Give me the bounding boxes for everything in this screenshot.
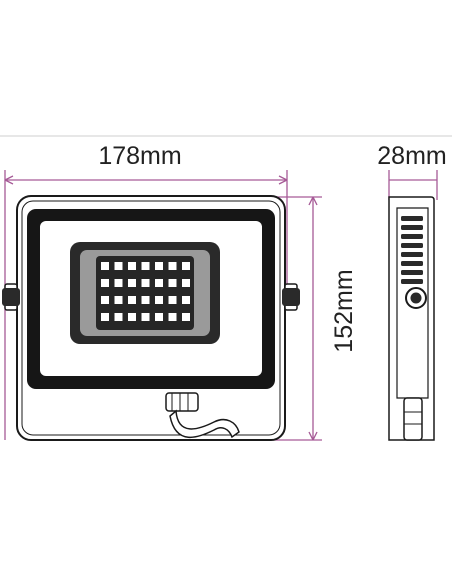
heatsink-fin — [401, 270, 423, 275]
side-view — [388, 196, 435, 441]
led-chip — [141, 262, 150, 270]
side-knob-inner — [410, 292, 422, 304]
led-chip — [114, 313, 123, 321]
led-chip — [114, 279, 123, 287]
led-chip — [182, 279, 190, 287]
heatsink-fin — [401, 225, 423, 230]
led-chip — [128, 296, 136, 304]
front-view — [2, 195, 300, 441]
led-chip — [114, 262, 123, 270]
power-cable — [169, 409, 240, 439]
depth-dimension: 28mm — [377, 142, 447, 200]
led-chip — [141, 296, 150, 304]
led-chip — [155, 313, 163, 321]
right-bracket-screw — [282, 288, 300, 306]
led-chip — [128, 279, 136, 287]
led-chip — [182, 296, 190, 304]
height-label: 152mm — [330, 269, 358, 352]
led-chip — [141, 279, 150, 287]
led-chip — [182, 313, 190, 321]
led-chip — [101, 262, 109, 270]
front-housing-inner — [21, 200, 281, 436]
heatsink-fin — [401, 252, 423, 257]
led-chip — [114, 296, 123, 304]
led-chip — [155, 296, 163, 304]
left-bracket-screw — [2, 288, 20, 306]
heatsink-fin — [401, 243, 423, 248]
led-chip — [168, 262, 177, 270]
width-label: 178mm — [98, 142, 181, 170]
heatsink-fin — [401, 279, 423, 284]
led-chip — [168, 313, 177, 321]
led-chip — [101, 296, 109, 304]
depth-label: 28mm — [377, 142, 446, 170]
led-chip — [128, 262, 136, 270]
side-gland — [403, 397, 423, 441]
led-chip — [168, 296, 177, 304]
led-chip — [128, 313, 136, 321]
led-grid — [101, 262, 190, 321]
led-chip — [101, 313, 109, 321]
cable-gland — [165, 392, 199, 412]
height-dimension: 152mm — [266, 196, 358, 441]
heatsink-fin — [401, 234, 423, 239]
heatsink-fin — [401, 216, 423, 221]
heatsink-fins — [401, 216, 423, 284]
led-chip — [101, 279, 109, 287]
led-chip — [182, 262, 190, 270]
led-chip — [155, 262, 163, 270]
led-chip — [141, 313, 150, 321]
led-board — [96, 256, 194, 330]
led-chip — [155, 279, 163, 287]
led-chip — [168, 279, 177, 287]
heatsink-fin — [401, 261, 423, 266]
